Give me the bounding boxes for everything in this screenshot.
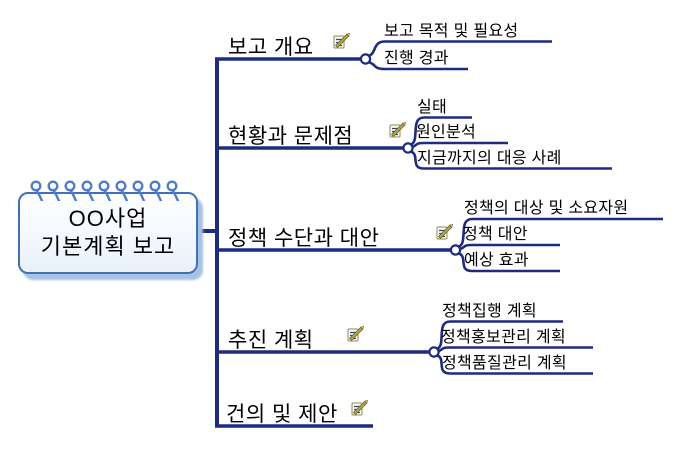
main-topic-label[interactable]: 보고 개요 xyxy=(228,36,314,59)
collapse-handle[interactable] xyxy=(402,142,414,154)
subtopic-label[interactable]: 지금까지의 대응 사례 xyxy=(417,150,562,167)
subtopic-label[interactable]: 정책집행 계획 xyxy=(442,303,537,320)
main-topic-label[interactable]: 현황과 문제점 xyxy=(228,125,354,148)
subtopic-connector xyxy=(436,320,563,350)
main-topic-label[interactable]: 추진 계획 xyxy=(228,329,314,352)
central-topic[interactable]: OO사업 기본계획 보고 xyxy=(18,192,198,274)
collapse-handle[interactable] xyxy=(428,346,440,358)
note-pencil-icon[interactable] xyxy=(436,223,454,241)
subtopic-connector xyxy=(458,252,560,273)
subtopic-connector xyxy=(410,116,472,146)
collapse-handle[interactable] xyxy=(449,244,462,256)
subtopic-label[interactable]: 원인분석 xyxy=(416,124,477,141)
note-pencil-icon[interactable] xyxy=(351,399,369,417)
subtopic-label[interactable]: 실태 xyxy=(417,99,448,116)
subtopic-label[interactable]: 정책 대안 xyxy=(463,226,528,243)
spiral-binding-decoration xyxy=(30,180,180,201)
subtopic-label[interactable]: 정책품질관리 계획 xyxy=(442,355,567,372)
subtopic-label[interactable]: 진행 경과 xyxy=(384,50,449,67)
note-pencil-icon[interactable] xyxy=(389,121,407,139)
subtopic-connector xyxy=(410,150,612,170)
main-topic-label[interactable]: 건의 및 제안 xyxy=(226,403,338,426)
note-pencil-icon[interactable] xyxy=(347,325,365,343)
central-topic-line1: OO사업 xyxy=(68,206,148,231)
main-topic-label[interactable]: 정책 수단과 대안 xyxy=(228,227,380,250)
subtopic-label[interactable]: 보고 목적 및 필요성 xyxy=(384,23,519,40)
subtopic-connector xyxy=(458,217,663,248)
collapse-handle[interactable] xyxy=(359,53,372,65)
subtopic-connector xyxy=(438,346,593,353)
subtopic-connector xyxy=(459,243,560,251)
subtopic-label[interactable]: 정책홍보관리 계획 xyxy=(441,329,566,346)
subtopic-connector xyxy=(436,354,593,375)
subtopic-connector xyxy=(411,141,508,149)
central-topic-line2: 기본계획 보고 xyxy=(40,234,176,259)
subtopic-connector xyxy=(367,60,468,71)
subtopic-label[interactable]: 예상 효과 xyxy=(464,252,529,269)
note-pencil-icon[interactable] xyxy=(333,32,351,50)
subtopic-label[interactable]: 정책의 대상 및 소요자원 xyxy=(464,200,629,217)
subtopic-connector xyxy=(367,40,552,58)
